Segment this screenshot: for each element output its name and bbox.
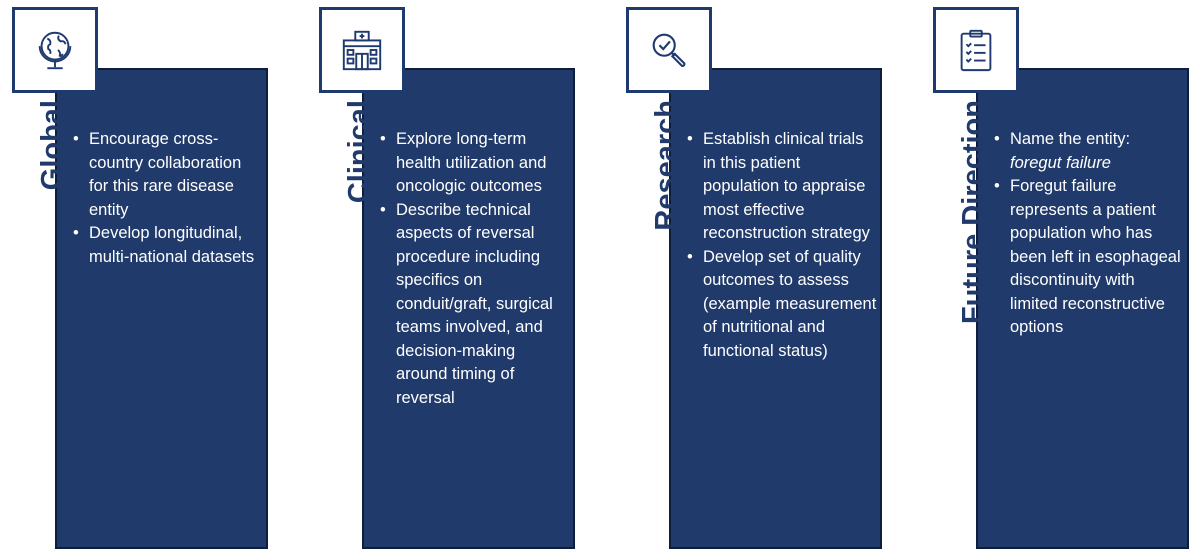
column-future-direction: Future Direction Name the entity: foregu… (921, 0, 1200, 559)
global-bullet-2: Develop longitudinal, multi-national dat… (73, 222, 263, 269)
column-research: Research Establish clinical trials in th… (614, 0, 914, 559)
future-direction-bullet-list: Name the entity: foregut failure Foregut… (994, 128, 1184, 340)
global-title: Global (36, 100, 68, 191)
magnifier-check-icon (652, 33, 686, 67)
research-bullet-1: Establish clinical trials in this patien… (687, 128, 877, 246)
global-bullet-list: Encourage cross-country collaboration fo… (73, 128, 263, 269)
hospital-icon (342, 30, 382, 71)
clinical-bullet-2: Describe technical aspects of reversal p… (380, 199, 570, 411)
future-direction-bullet-1: Name the entity: foregut failure (994, 128, 1184, 175)
research-bullet-2: Develop set of quality outcomes to asses… (687, 246, 877, 364)
globe-icon (38, 31, 72, 70)
clinical-bullet-list: Explore long-term health utilization and… (380, 128, 570, 410)
global-bullet-1: Encourage cross-country collaboration fo… (73, 128, 263, 222)
clinical-bullet-1: Explore long-term health utilization and… (380, 128, 570, 199)
global-icon-box (12, 7, 98, 93)
clinical-title: Clinical (343, 100, 375, 204)
future-direction-title: Future Direction (957, 100, 989, 324)
future-direction-bullet-1-text: Name the entity: (1010, 130, 1131, 148)
clipboard-checklist-icon (960, 29, 992, 72)
future-direction-bullet-1-italic: foregut failure (1010, 153, 1111, 172)
research-icon-box (626, 7, 712, 93)
research-title: Research (650, 100, 682, 231)
clinical-icon-box (319, 7, 405, 93)
research-bullet-list: Establish clinical trials in this patien… (687, 128, 877, 363)
future-direction-icon-box (933, 7, 1019, 93)
column-global: Global Encourage cross-country collabora… (0, 0, 300, 559)
future-direction-bullet-2: Foregut failure represents a patient pop… (994, 175, 1184, 340)
column-clinical: Clinical Explore long-term health utiliz… (307, 0, 607, 559)
